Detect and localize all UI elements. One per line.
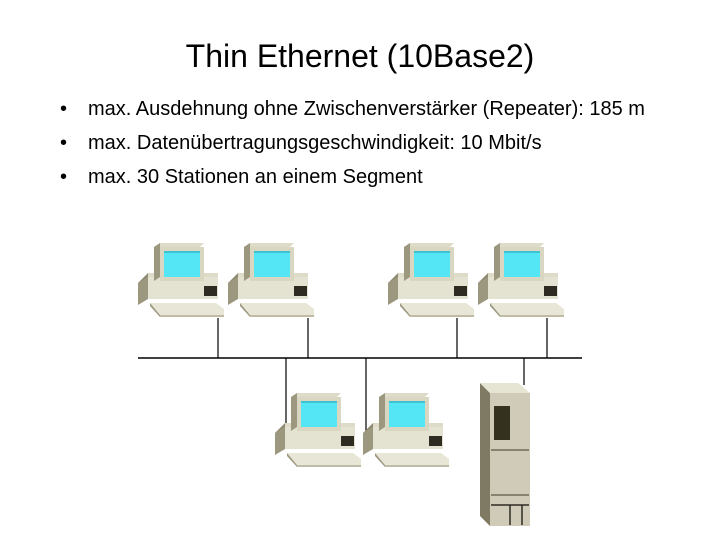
bullet-icon: • — [60, 98, 68, 120]
bullet-item: • max. Ausdehnung ohne Zwischenverstärke… — [58, 96, 698, 122]
workstation-icon — [388, 243, 474, 317]
bullet-text: max. Datenübertragungsgeschwindigkeit: 1… — [88, 132, 542, 154]
workstation-icon — [478, 243, 564, 317]
bullet-icon: • — [60, 166, 68, 188]
bullet-item: • max. Datenübertragungsgeschwindigkeit:… — [58, 130, 698, 156]
workstation-icon — [275, 393, 361, 467]
workstation-icon — [363, 393, 449, 467]
bullet-icon: • — [60, 132, 68, 154]
slide-title: Thin Ethernet (10Base2) — [185, 38, 535, 74]
workstation-icon — [228, 243, 314, 317]
workstation-icon — [138, 243, 224, 317]
server-tower-icon — [480, 383, 530, 526]
bullet-list: • max. Ausdehnung ohne Zwischenverstärke… — [58, 96, 698, 198]
bullet-text: max. Ausdehnung ohne Zwischenverstärker … — [88, 98, 645, 120]
bullet-text: max. 30 Stationen an einem Segment — [88, 166, 423, 188]
bullet-item: • max. 30 Stationen an einem Segment — [58, 164, 698, 190]
